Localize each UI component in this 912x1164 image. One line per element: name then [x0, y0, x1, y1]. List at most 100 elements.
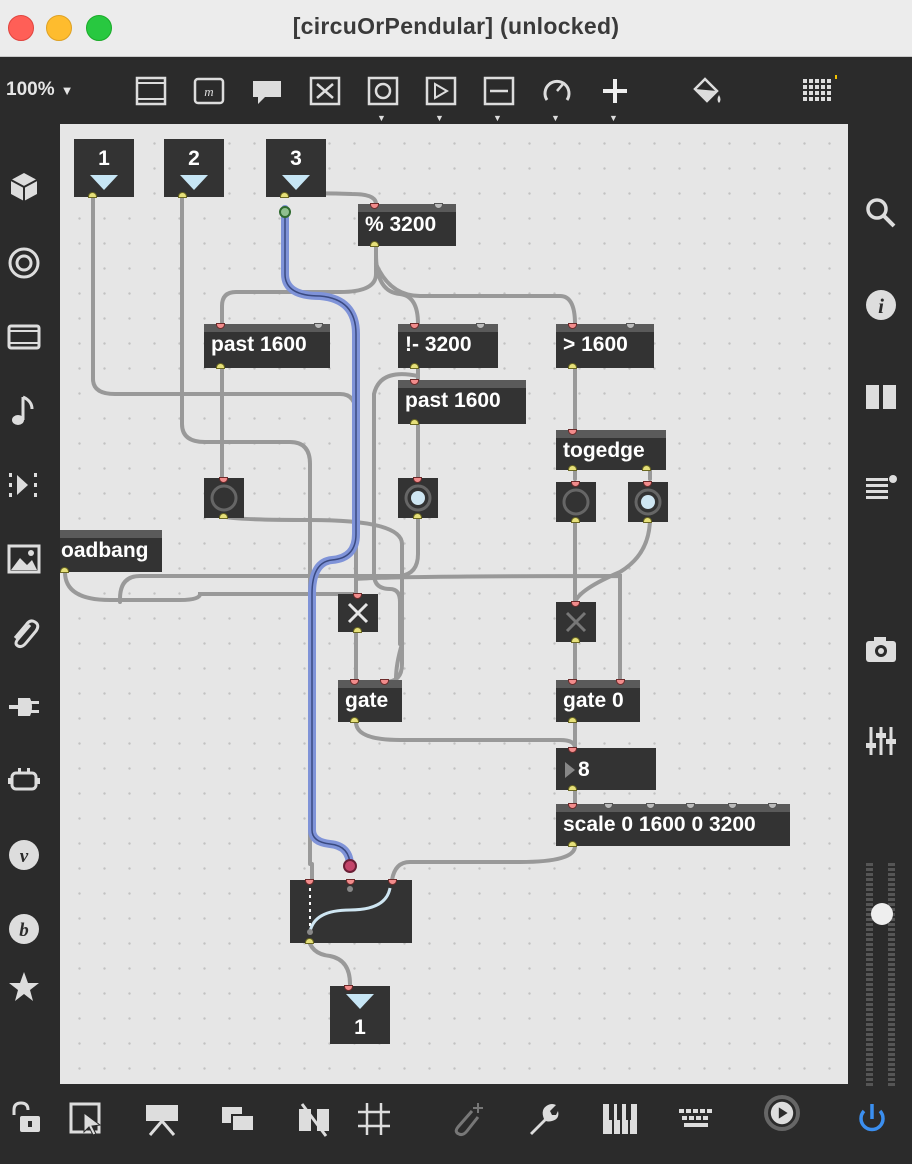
- chevron-down-icon: ▼: [377, 113, 386, 123]
- add-attachment-icon[interactable]: [446, 1099, 486, 1139]
- paperclip-icon[interactable]: [6, 615, 42, 651]
- inlet-3[interactable]: 3: [266, 139, 326, 198]
- svg-text:i: i: [878, 294, 884, 318]
- piano-icon[interactable]: [600, 1099, 640, 1139]
- bang-button-left[interactable]: [204, 477, 244, 519]
- inlet-number: 1: [98, 147, 110, 170]
- image-icon[interactable]: [6, 541, 42, 577]
- object-label: scale 0 1600 0 3200: [563, 813, 756, 836]
- vst-icon[interactable]: v: [6, 837, 42, 873]
- cube-icon[interactable]: [6, 169, 42, 205]
- playbar-icon[interactable]: [423, 73, 459, 109]
- zoom-dropdown[interactable]: 100% ▼: [6, 79, 73, 101]
- hide-cables-icon[interactable]: [294, 1099, 334, 1139]
- gate-object-right[interactable]: gate 0: [556, 679, 640, 723]
- window-title: [circuOrPendular] (unlocked): [292, 13, 620, 39]
- number-value: 8: [578, 758, 590, 781]
- svg-text:m: m: [204, 84, 213, 99]
- close-window-button[interactable]: [8, 15, 34, 41]
- star-icon[interactable]: [6, 969, 42, 1005]
- list-icon[interactable]: [863, 471, 899, 507]
- object-label: past 1600: [211, 333, 307, 356]
- scale-object[interactable]: scale 0 1600 0 3200: [556, 803, 790, 847]
- message-box-icon[interactable]: m: [191, 73, 227, 109]
- zoom-value: 100%: [6, 79, 55, 100]
- split-view-icon[interactable]: [863, 379, 899, 415]
- format-paint-icon[interactable]: [689, 73, 725, 109]
- triangle-down-icon: [90, 175, 118, 190]
- music-note-icon[interactable]: [6, 393, 42, 429]
- minimize-window-button[interactable]: [46, 15, 72, 41]
- zoom-window-button[interactable]: [86, 15, 112, 41]
- outlet-1[interactable]: 1: [330, 985, 390, 1044]
- connector-icon[interactable]: [6, 763, 42, 799]
- past-object-left[interactable]: past 1600: [204, 323, 330, 369]
- chevron-down-icon: ▼: [435, 113, 444, 123]
- bang-button-right-1[interactable]: [556, 481, 596, 523]
- gate-object-left[interactable]: gate: [338, 679, 402, 723]
- power-icon[interactable]: [852, 1099, 892, 1139]
- target-icon[interactable]: [6, 245, 42, 281]
- toggle-icon[interactable]: [307, 73, 343, 109]
- lock-icon[interactable]: [6, 1099, 46, 1139]
- object-label: past 1600: [405, 389, 501, 412]
- slider-icon[interactable]: [481, 73, 517, 109]
- svg-text:v: v: [20, 846, 29, 867]
- dial-icon[interactable]: [539, 73, 575, 109]
- bpatcher-icon[interactable]: b: [6, 911, 42, 947]
- video-icon[interactable]: [6, 319, 42, 355]
- mixer-icon[interactable]: [863, 723, 899, 759]
- select-icon[interactable]: [66, 1099, 106, 1139]
- wrench-icon[interactable]: [522, 1099, 562, 1139]
- grid-icon[interactable]: [354, 1099, 394, 1139]
- toggle-right[interactable]: [556, 601, 596, 643]
- inlet-number: 3: [290, 147, 302, 170]
- togedge-object[interactable]: togedge: [556, 429, 666, 471]
- add-object-icon[interactable]: [597, 73, 633, 109]
- loadbang-object[interactable]: oadbang: [60, 530, 162, 573]
- right-sidebar: i: [848, 123, 912, 1088]
- inlet-2[interactable]: 2: [164, 139, 224, 198]
- outlet-number: 1: [354, 1016, 366, 1039]
- volume-slider-icon[interactable]: [864, 863, 900, 1088]
- grid-matrix-icon[interactable]: [801, 73, 838, 109]
- gswitch-object[interactable]: [290, 879, 412, 944]
- patcher-canvas[interactable]: 1 2 3 % 3200 past 1600 !- 3200 past 1600: [60, 124, 848, 1084]
- bottom-toolbar: [0, 1085, 912, 1164]
- plug-icon[interactable]: [6, 689, 42, 725]
- camera-icon[interactable]: [863, 631, 899, 667]
- bang-circle-icon: [634, 488, 662, 516]
- comment-icon[interactable]: [249, 73, 285, 109]
- play-icon[interactable]: [762, 1093, 812, 1143]
- button-icon[interactable]: [365, 73, 401, 109]
- number-box[interactable]: 8: [556, 747, 656, 791]
- toggle-x-icon: [565, 611, 587, 633]
- search-icon[interactable]: [863, 195, 899, 231]
- bang-button-mid[interactable]: [398, 477, 438, 519]
- keyboard-icon[interactable]: [676, 1099, 716, 1139]
- switch-curve-icon: [307, 886, 392, 935]
- object-label: !- 3200: [405, 333, 472, 356]
- presentation-icon[interactable]: [142, 1099, 182, 1139]
- chevron-down-icon: ▼: [60, 83, 74, 98]
- chevron-down-icon: ▼: [609, 113, 618, 123]
- reverse-minus-object[interactable]: !- 3200: [398, 323, 498, 369]
- bang-button-right-2[interactable]: [628, 481, 668, 523]
- windows-icon[interactable]: [218, 1099, 258, 1139]
- patch-cords: [63, 191, 652, 986]
- greater-than-object[interactable]: > 1600: [556, 323, 654, 369]
- presentation-frame-icon[interactable]: [133, 73, 169, 109]
- toggle-left[interactable]: [338, 593, 378, 633]
- object-label: oadbang: [61, 539, 149, 562]
- triangle-down-icon: [346, 994, 374, 1009]
- object-label: > 1600: [563, 333, 628, 356]
- sequence-icon[interactable]: [6, 467, 42, 503]
- modulo-object[interactable]: % 3200: [358, 203, 456, 247]
- bang-circle-icon: [210, 484, 238, 512]
- left-sidebar: v b: [0, 123, 58, 1085]
- object-label: gate: [345, 689, 389, 712]
- inlet-1[interactable]: 1: [74, 139, 134, 198]
- inlet-number: 2: [188, 147, 200, 170]
- info-icon[interactable]: i: [863, 287, 899, 323]
- past-object-mid[interactable]: past 1600: [398, 379, 526, 425]
